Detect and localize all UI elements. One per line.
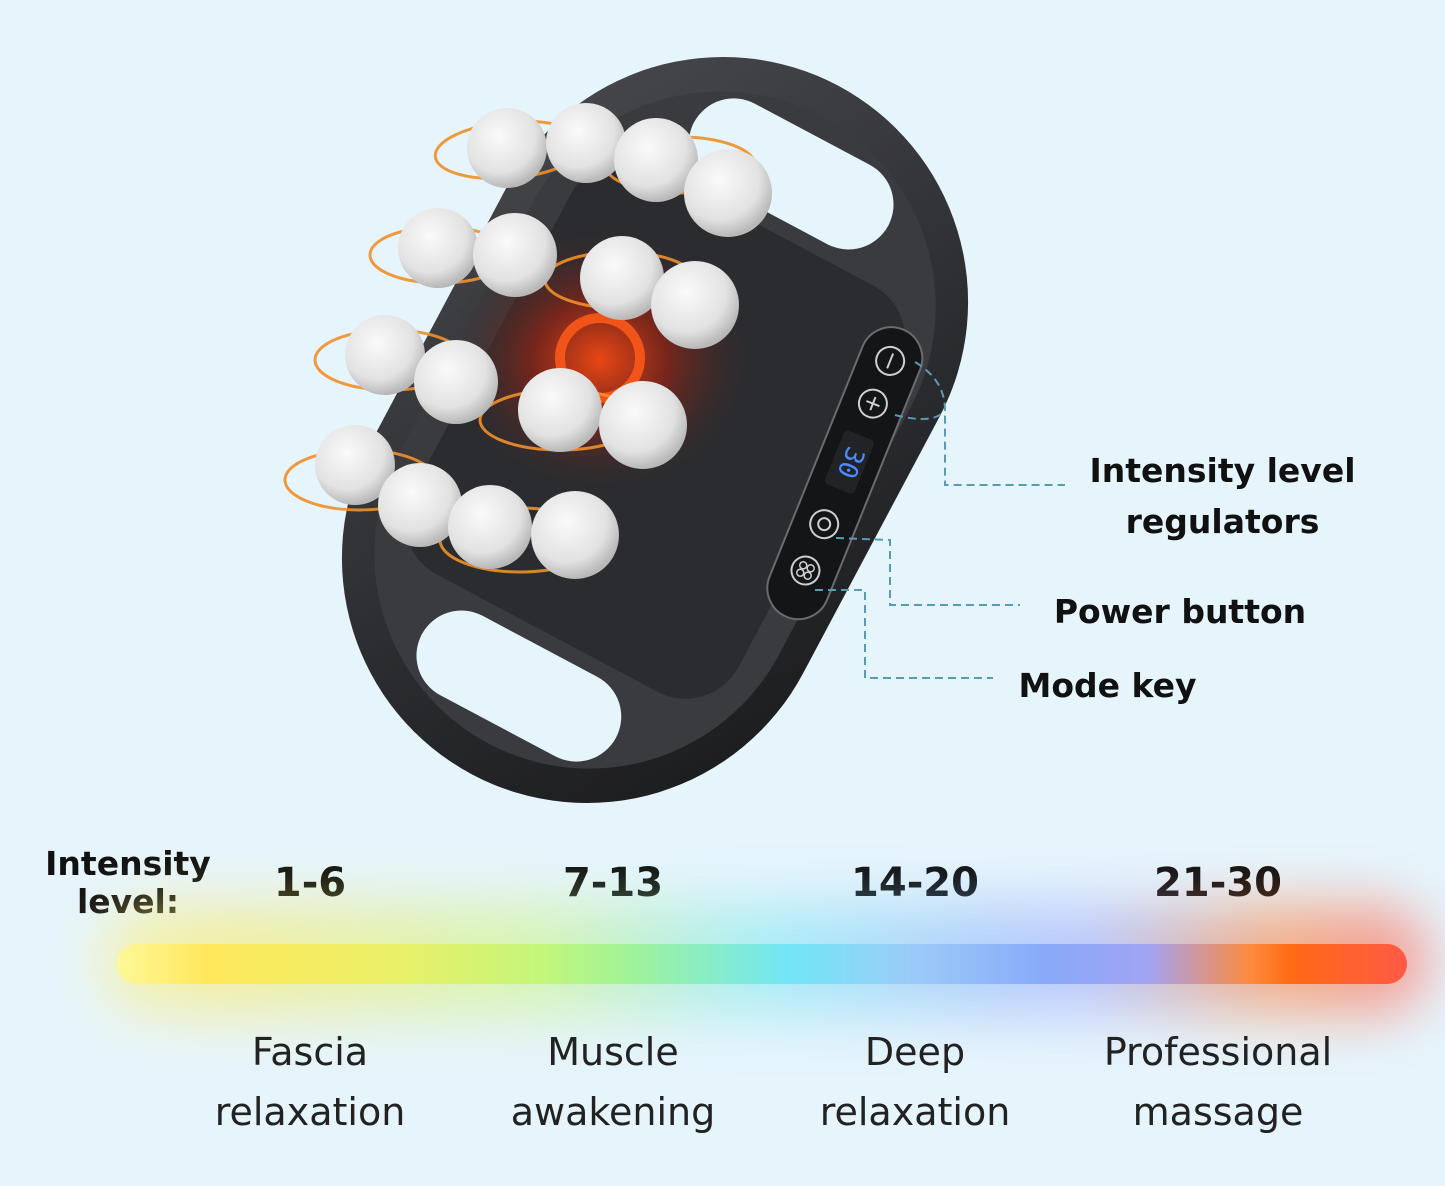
caption-level-3: Deep relaxation bbox=[765, 1022, 1065, 1142]
intensity-label-line1: Intensity bbox=[45, 844, 211, 883]
caption-level-4-line2: massage bbox=[1132, 1090, 1304, 1134]
massager-device-illustration: 30 bbox=[283, 56, 1065, 804]
callout-intensity-regulators: Intensity level regulators bbox=[1080, 445, 1365, 547]
caption-level-1-line2: relaxation bbox=[214, 1090, 406, 1134]
range-level-1: 1-6 bbox=[273, 860, 347, 906]
range-level-3: 14-20 bbox=[851, 860, 979, 906]
caption-level-2-line2: awakening bbox=[510, 1090, 716, 1134]
massage-balls bbox=[315, 103, 772, 579]
range-level-2: 7-13 bbox=[562, 860, 664, 906]
intensity-gradient-bar bbox=[117, 944, 1407, 984]
range-level-4: 21-30 bbox=[1154, 860, 1282, 906]
caption-level-1-line1: Fascia bbox=[251, 1030, 369, 1074]
caption-level-2-line1: Muscle bbox=[547, 1030, 679, 1074]
callout-lines bbox=[815, 361, 1065, 679]
caption-level-4-line1: Professional bbox=[1103, 1030, 1333, 1074]
callout-intensity-line2: regulators bbox=[1125, 502, 1320, 541]
caption-level-1: Fascia relaxation bbox=[160, 1022, 460, 1142]
callout-mode-key: Mode key bbox=[1018, 666, 1197, 705]
control-panel: 30 bbox=[766, 326, 924, 621]
caption-level-3-line2: relaxation bbox=[819, 1090, 1011, 1134]
caption-level-4: Professional massage bbox=[1068, 1022, 1368, 1142]
caption-level-2: Muscle awakening bbox=[463, 1022, 763, 1142]
callout-intensity-line1: Intensity level bbox=[1089, 451, 1356, 490]
caption-level-3-line1: Deep bbox=[864, 1030, 966, 1074]
callout-power-button: Power button bbox=[1053, 592, 1307, 631]
